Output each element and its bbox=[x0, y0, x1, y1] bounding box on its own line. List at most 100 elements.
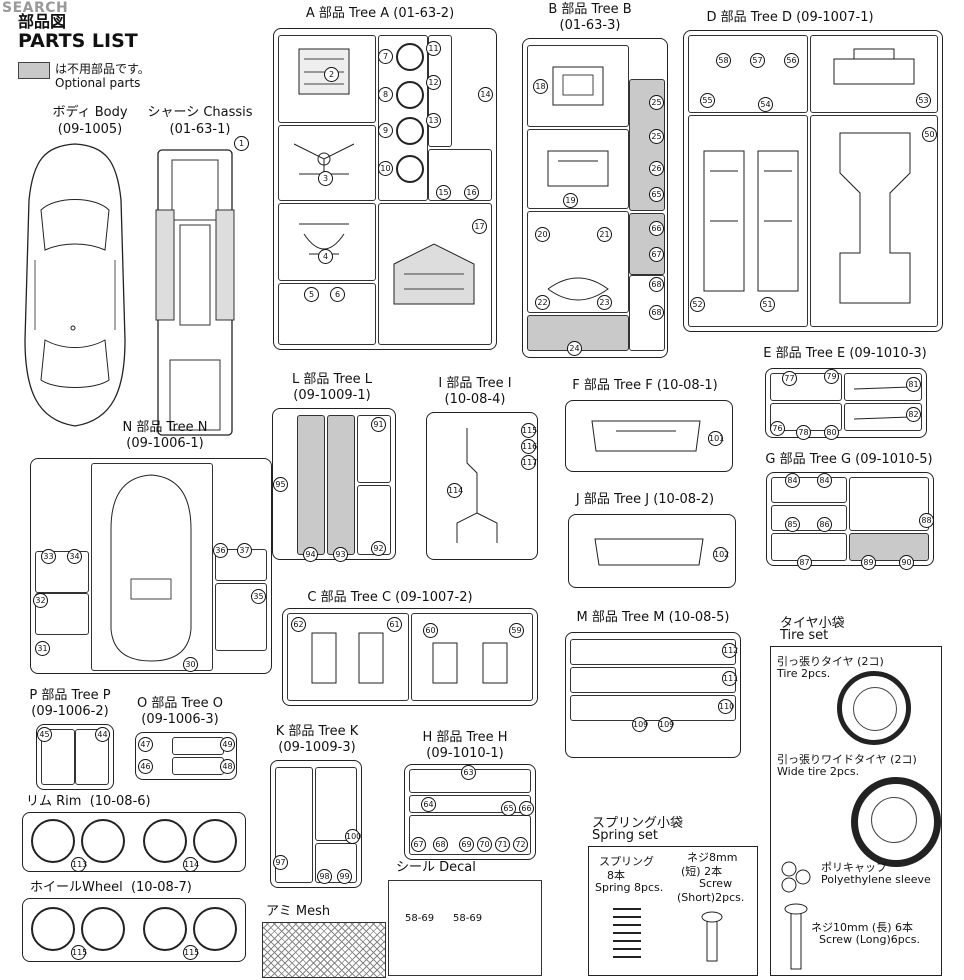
part-number: 91 bbox=[371, 417, 386, 432]
part-number: 65 bbox=[649, 187, 664, 202]
part-number: 33 bbox=[41, 549, 56, 564]
optional-jp: は不用部品です。 bbox=[55, 62, 150, 76]
part-number: 70 bbox=[477, 837, 492, 852]
part-number: 21 bbox=[597, 227, 612, 242]
part-number: 45 bbox=[37, 727, 52, 742]
part-number: 111 bbox=[722, 671, 738, 686]
short-screw-drawing bbox=[701, 911, 723, 962]
wheel-label: ホイールWheel (10-08-7) bbox=[30, 880, 192, 895]
part-number: 66 bbox=[519, 801, 534, 816]
part-number: 72 bbox=[513, 837, 528, 852]
part-number: 48 bbox=[220, 759, 235, 774]
tree-p-label: P 部品 Tree P bbox=[29, 688, 111, 703]
tree-n-frame: 33 34 32 31 30 36 37 35 bbox=[30, 458, 272, 674]
tree-j-label: J 部品 Tree J (10-08-2) bbox=[575, 492, 715, 507]
tree-e-frame: 77 79 81 76 78 80 82 bbox=[765, 368, 927, 440]
optional-swatch bbox=[18, 62, 50, 79]
long-screw-drawing bbox=[784, 903, 808, 970]
body-label: ボディ Body bbox=[52, 105, 128, 120]
part-number: 86 bbox=[817, 517, 832, 532]
part-number: 63 bbox=[461, 765, 476, 780]
part-number: 76 bbox=[770, 421, 785, 436]
rim-frame: 113 114 bbox=[22, 812, 246, 872]
tree-l-code: (09-1009-1) bbox=[293, 388, 371, 403]
part-number: 113 bbox=[71, 857, 87, 872]
part-number: 95 bbox=[273, 477, 288, 492]
tree-p-frame: 45 44 bbox=[36, 724, 114, 790]
part-number: 114 bbox=[183, 857, 199, 872]
part-number: 49 bbox=[220, 737, 235, 752]
part-number: 52 bbox=[690, 297, 705, 312]
tree-g-frame: 84 84 85 86 87 88 89 90 bbox=[766, 472, 934, 570]
tree-a-label: A 部品 Tree A (01-63-2) bbox=[305, 6, 455, 21]
part-number: 57 bbox=[750, 53, 765, 68]
tree-d-label: D 部品 Tree D (09-1007-1) bbox=[706, 10, 874, 25]
part-number: 18 bbox=[533, 79, 548, 94]
tree-l-frame: 91 95 94 93 92 bbox=[272, 408, 396, 562]
tree-i-label: I 部品 Tree I bbox=[438, 376, 512, 391]
part-number: 89 bbox=[861, 555, 876, 570]
tree-h-code: (09-1010-1) bbox=[426, 746, 504, 761]
part-number: 69 bbox=[459, 837, 474, 852]
tree-m-frame: 112 111 110 109 109 bbox=[565, 632, 741, 758]
spring-set-title-jp: スプリング小袋 bbox=[592, 816, 684, 831]
part-number: 11 bbox=[426, 41, 441, 56]
part-number: 36 bbox=[213, 543, 228, 558]
part-number: 62 bbox=[291, 617, 306, 632]
mesh-label: アミ Mesh bbox=[266, 904, 331, 919]
title-jp: 部品図 bbox=[18, 12, 67, 31]
part-number: 53 bbox=[916, 93, 931, 108]
part-number: 71 bbox=[495, 837, 510, 852]
part-number: 3 bbox=[318, 171, 333, 186]
body-shell-drawing bbox=[24, 143, 126, 427]
part-number: 101 bbox=[708, 431, 724, 446]
tree-h-frame: 63 64 65 66 67 68 69 70 71 72 bbox=[404, 764, 536, 860]
tree-c-frame: 62 61 60 59 bbox=[282, 608, 538, 706]
part-number: 115 bbox=[71, 945, 87, 960]
tree-i-frame: 115 116 117 114 bbox=[426, 412, 538, 560]
part-number: 94 bbox=[303, 547, 318, 562]
tree-d-frame: 58 57 56 55 54 53 50 52 51 bbox=[683, 30, 943, 332]
part-number: 67 bbox=[411, 837, 426, 852]
tire-icon bbox=[837, 671, 911, 745]
wide-tire-icon bbox=[851, 777, 941, 867]
part-number: 68 bbox=[433, 837, 448, 852]
tree-a-frame: 2 3 4 5 6 7 8 9 10 11 12 13 14 15 16 17 bbox=[273, 28, 497, 350]
chassis-label: シャーシ Chassis bbox=[147, 105, 253, 120]
license-plate: 58-69 bbox=[453, 913, 483, 924]
part-number: 99 bbox=[337, 869, 352, 884]
part-number: 80 bbox=[824, 425, 839, 440]
part-number: 4 bbox=[318, 249, 333, 264]
part-number: 54 bbox=[758, 97, 773, 112]
part-number: 14 bbox=[478, 87, 493, 102]
part-number: 67 bbox=[649, 247, 664, 262]
part-number: 26 bbox=[649, 161, 664, 176]
part-number: 30 bbox=[183, 657, 198, 672]
body-code: (09-1005) bbox=[57, 122, 123, 137]
part-number: 15 bbox=[436, 185, 451, 200]
part-number: 84 bbox=[785, 473, 800, 488]
part-number: 93 bbox=[333, 547, 348, 562]
rim-label: リム Rim (10-08-6) bbox=[26, 794, 151, 809]
part-number: 55 bbox=[700, 93, 715, 108]
part-number: 24 bbox=[567, 341, 582, 356]
part-number: 117 bbox=[521, 455, 537, 470]
part-number: 22 bbox=[535, 295, 550, 310]
part-number: 17 bbox=[472, 219, 487, 234]
part-number: 115 bbox=[521, 423, 537, 438]
part-number: 68 bbox=[649, 305, 664, 320]
tree-c-label: C 部品 Tree C (09-1007-2) bbox=[307, 590, 473, 605]
part-number: 35 bbox=[251, 589, 266, 604]
tree-b-frame: 18 19 20 21 22 23 24 25 25 26 65 66 67 6… bbox=[522, 38, 668, 358]
part-number: 60 bbox=[423, 623, 438, 638]
part-number: 10 bbox=[378, 161, 393, 176]
part-number: 2 bbox=[324, 67, 339, 82]
tree-b-code: (01-63-3) bbox=[559, 18, 621, 33]
tree-j-frame: 102 bbox=[568, 514, 736, 588]
spring-set-title-en: Spring set bbox=[592, 828, 658, 843]
tree-g-label: G 部品 Tree G (09-1010-5) bbox=[765, 452, 933, 467]
tree-m-label: M 部品 Tree M (10-08-5) bbox=[576, 610, 730, 625]
part-number: 12 bbox=[426, 75, 441, 90]
part-number: 92 bbox=[371, 541, 386, 556]
part-number: 19 bbox=[563, 193, 578, 208]
